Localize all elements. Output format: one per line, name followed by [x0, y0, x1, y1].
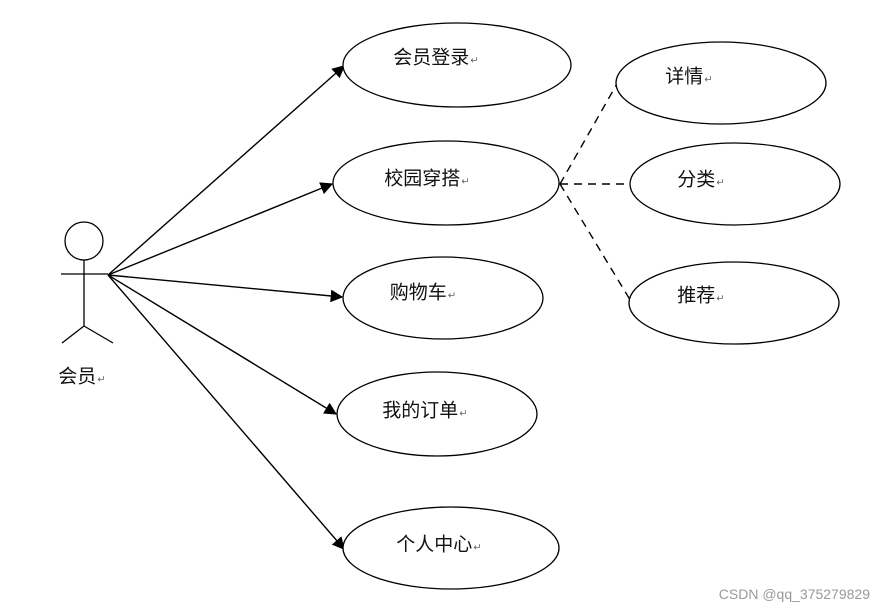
- use-case-cart-label: 购物车: [389, 281, 447, 304]
- use-case-login-label: 会员登录: [393, 46, 470, 69]
- actor-head: [64, 221, 104, 261]
- sub-case-detail: 详情↵: [665, 65, 713, 88]
- use-case-orders-label: 我的订单: [382, 399, 459, 422]
- return-mark: ↵: [470, 55, 479, 67]
- actor-figure: [61, 221, 114, 344]
- use-case-orders-shape: [336, 371, 538, 457]
- actor-label: 会员↵: [58, 365, 106, 388]
- association-login: [107, 65, 345, 276]
- use-case-profile-label: 个人中心: [396, 533, 473, 556]
- use-case-campus-outfit-shape: [332, 140, 560, 226]
- use-case-profile: 个人中心↵: [396, 533, 482, 556]
- return-mark: ↵: [716, 293, 725, 305]
- use-case-cart: 购物车↵: [389, 281, 457, 304]
- return-mark: ↵: [459, 408, 468, 420]
- watermark: CSDN @qq_375279829: [718, 586, 870, 602]
- sub-case-category-shape: [629, 142, 841, 226]
- associations: [107, 65, 345, 550]
- use-case-login-shape: [342, 22, 572, 108]
- use-case-shapes: [332, 22, 841, 590]
- use-case-login: 会员登录↵: [393, 46, 479, 69]
- use-case-cart-shape: [342, 256, 544, 340]
- sub-case-recommend-shape: [628, 261, 840, 345]
- extension-detail: [559, 81, 619, 185]
- sub-case-category-label: 分类: [677, 168, 716, 191]
- association-campus-outfit: [107, 182, 334, 276]
- return-mark: ↵: [716, 177, 725, 189]
- actor-label-text: 会员: [58, 365, 97, 388]
- sub-case-detail-shape: [615, 41, 827, 125]
- use-case-campus-outfit-label: 校园穿搭: [384, 167, 461, 190]
- sub-case-recommend: 推荐↵: [677, 284, 725, 307]
- actor-left-leg: [61, 325, 85, 344]
- sub-case-recommend-label: 推荐: [677, 284, 716, 307]
- use-case-orders: 我的订单↵: [382, 399, 468, 422]
- return-mark: ↵: [447, 290, 457, 302]
- return-mark: ↵: [97, 374, 106, 386]
- use-case-campus-outfit: 校园穿搭↵: [384, 167, 470, 190]
- association-cart: [107, 274, 344, 303]
- return-mark: ↵: [473, 542, 482, 554]
- association-orders: [107, 274, 338, 415]
- sub-case-detail-label: 详情: [665, 65, 704, 88]
- association-profile: [107, 274, 345, 550]
- return-mark: ↵: [704, 74, 713, 86]
- extension-recommend: [559, 183, 633, 304]
- sub-case-category: 分类↵: [677, 168, 725, 191]
- extensions: [559, 81, 633, 304]
- return-mark: ↵: [461, 176, 470, 188]
- use-case-profile-shape: [342, 506, 560, 590]
- actor-right-leg: [83, 325, 114, 344]
